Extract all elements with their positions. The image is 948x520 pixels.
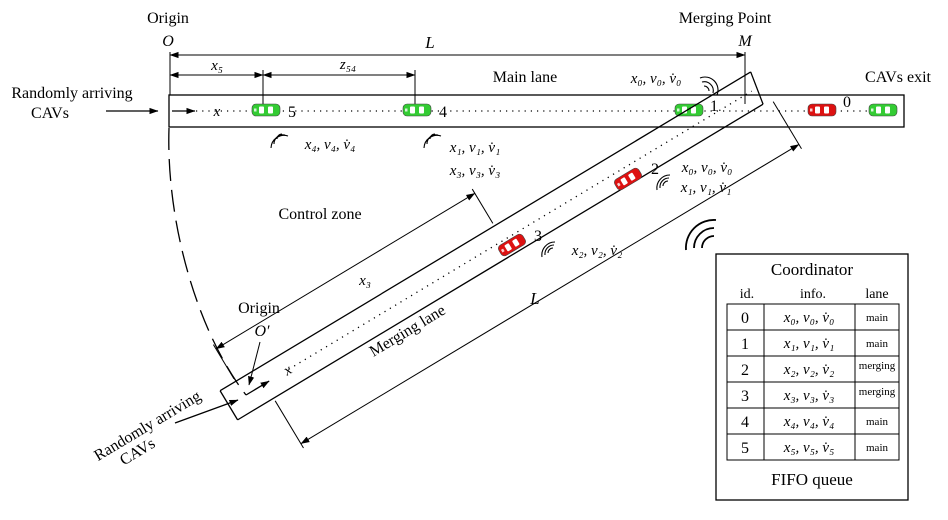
length-main-label: L bbox=[424, 33, 434, 52]
merging-lane-edge-top bbox=[219, 71, 752, 392]
vehicle-2-broadcast: x₂, v₂, v̇₂ bbox=[571, 243, 623, 259]
origin-main-symbol: O bbox=[162, 33, 174, 50]
coordinator-row-lane: main bbox=[866, 338, 888, 350]
coordinator-row-id: 3 bbox=[741, 388, 749, 405]
merging-point-label: Merging Point bbox=[679, 10, 772, 27]
vehicle-2-label: 2 bbox=[651, 161, 659, 178]
vehicle-3-broadcast-main: x₃, v₃, v̇₃ bbox=[449, 163, 501, 179]
coordinator-signal-icon bbox=[685, 219, 717, 251]
arrive-merge-arrow bbox=[174, 399, 239, 424]
coordinator-row-lane: merging bbox=[859, 386, 896, 398]
cavs-exit-label: CAVs exit bbox=[865, 69, 931, 86]
coordinator-row-info: x₅, v₅, v̇₅ bbox=[783, 440, 835, 456]
vehicle-4-broadcast: x₄, v₄, v̇₄ bbox=[304, 137, 356, 153]
arrive-main-line1: Randomly arriving bbox=[11, 85, 132, 102]
car-icon bbox=[612, 166, 644, 192]
vehicle-1-broadcast-main: x₁, v₁, v̇₁ bbox=[449, 140, 501, 156]
coordinator-row-info: x₀, v₀, v̇₀ bbox=[783, 310, 835, 326]
car-icon bbox=[251, 103, 281, 117]
main-lane-label: Main lane bbox=[493, 69, 557, 86]
coordinator-row-id: 1 bbox=[741, 336, 749, 353]
coordinator-row-lane: main bbox=[866, 416, 888, 428]
coordinator-border bbox=[715, 253, 909, 501]
coordinator-header-lane: lane bbox=[865, 287, 888, 302]
coordinator-row-id: 2 bbox=[741, 362, 749, 379]
x3-label: x₃ bbox=[358, 273, 371, 289]
arrive-main-line2: CAVs bbox=[31, 105, 69, 122]
merge-origin-axis-arrow bbox=[245, 380, 270, 396]
length-merge-tick-start bbox=[274, 400, 304, 449]
x5-label: x₅ bbox=[210, 58, 223, 74]
vehicle-0-broadcast-main: x₀, v₀, v̇₀ bbox=[630, 71, 682, 87]
vehicle-4 bbox=[402, 103, 432, 117]
coordinator-row-info: x₂, v₂, v̇₂ bbox=[783, 362, 835, 378]
vehicle-5 bbox=[251, 103, 281, 117]
main-x-axis-label: x bbox=[213, 104, 221, 120]
control-zone-boundary bbox=[168, 127, 247, 396]
car-icon bbox=[807, 103, 837, 117]
origin-merge-symbol: O′ bbox=[254, 323, 270, 340]
vehicle-0-label: 0 bbox=[843, 94, 851, 111]
coordinator-header-info: info. bbox=[800, 287, 826, 302]
origin-merge-pointer bbox=[248, 341, 261, 386]
coordinator-row-info: x₃, v₃, v̇₃ bbox=[783, 388, 835, 404]
merging-lane-label: Merging lane bbox=[367, 302, 449, 361]
coordinator-title: Coordinator bbox=[771, 260, 853, 279]
merging-lane bbox=[212, 71, 802, 449]
vehicle-0 bbox=[807, 103, 837, 117]
coordinator-row-lane: main bbox=[866, 312, 888, 324]
x3-tick-end bbox=[471, 188, 494, 224]
main-lane bbox=[168, 52, 905, 128]
car-icon bbox=[868, 103, 898, 117]
main-lane-road bbox=[168, 94, 905, 128]
car-icon bbox=[402, 103, 432, 117]
merging-lane-end bbox=[750, 71, 764, 105]
coordinator-row-id: 0 bbox=[741, 310, 749, 327]
vehicle-4-label: 4 bbox=[439, 104, 447, 121]
vehicle-5-label: 5 bbox=[288, 104, 296, 121]
signal-wave-icon bbox=[699, 76, 719, 96]
signal-wave-icon bbox=[541, 241, 556, 258]
coordinator-row-info: x₄, v₄, v̇₄ bbox=[783, 414, 835, 430]
length-merge-tick-end bbox=[772, 101, 802, 149]
origin-main-label: Origin bbox=[147, 10, 189, 27]
vehicle-1-label: 1 bbox=[710, 98, 718, 115]
length-merge-label: L bbox=[529, 289, 539, 308]
merge-x-axis-label: x bbox=[280, 362, 295, 380]
vehicle-2 bbox=[612, 166, 644, 192]
vehicle-exit bbox=[868, 103, 898, 117]
coordinator-header-id: id. bbox=[740, 287, 754, 302]
vehicle-1-broadcast-merge: x₁, v₁, v̇₁ bbox=[680, 180, 732, 196]
coordinator-row-id: 5 bbox=[741, 440, 749, 457]
coordinator-footer: FIFO queue bbox=[771, 470, 853, 489]
signal-wave-icon bbox=[656, 174, 671, 191]
merging-lane-centerline bbox=[288, 90, 753, 370]
merging-lane-start bbox=[219, 390, 239, 421]
z54-label: z₅₄ bbox=[339, 57, 356, 73]
vehicle-3 bbox=[496, 232, 528, 258]
coordinator-row-info: x₁, v₁, v̇₁ bbox=[783, 336, 835, 352]
signal-wave-icon bbox=[423, 133, 442, 149]
coordinator-row-id: 4 bbox=[741, 414, 749, 431]
coordinator-panel: Coordinator id. info. lane 0 x₀, v₀, v̇₀… bbox=[715, 253, 909, 501]
coordinator-row-lane: merging bbox=[859, 360, 896, 372]
coordinator-row-lane: main bbox=[866, 442, 888, 454]
vehicle-0-broadcast-merge: x₀, v₀, v̇₀ bbox=[681, 160, 733, 176]
car-icon bbox=[496, 232, 528, 258]
signal-wave-icon bbox=[270, 133, 289, 149]
length-merge-dimension bbox=[300, 144, 800, 445]
vehicle-3-label: 3 bbox=[534, 228, 542, 245]
control-zone-label: Control zone bbox=[278, 206, 361, 223]
merging-point-symbol: M bbox=[737, 33, 753, 50]
origin-merge-label: Origin bbox=[238, 300, 280, 317]
